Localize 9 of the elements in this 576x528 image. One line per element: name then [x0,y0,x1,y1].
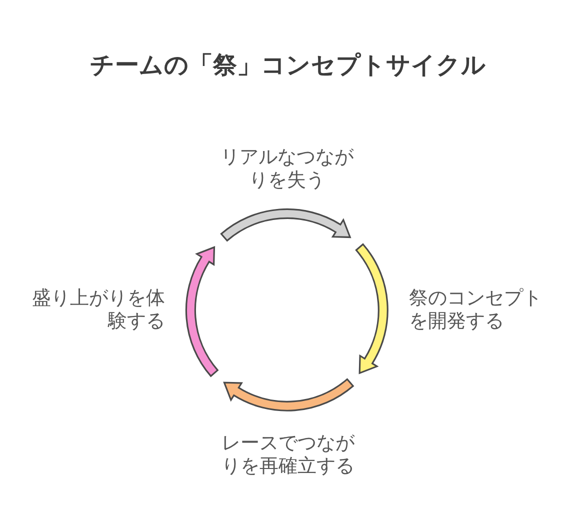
curved-arrow [222,378,354,412]
curved-arrow [220,208,352,242]
title: チームの「祭」コンセプトサイクル [90,50,486,80]
curved-arrow [354,242,389,374]
step-label: 祭のコンセプトを開発する [409,287,543,333]
step-label: リアルなつながりを失う [220,146,355,192]
step-label: レースでつながりを再確立する [220,432,356,478]
step-label: 盛り上がりを体験する [31,287,165,333]
curved-arrow [185,246,220,378]
